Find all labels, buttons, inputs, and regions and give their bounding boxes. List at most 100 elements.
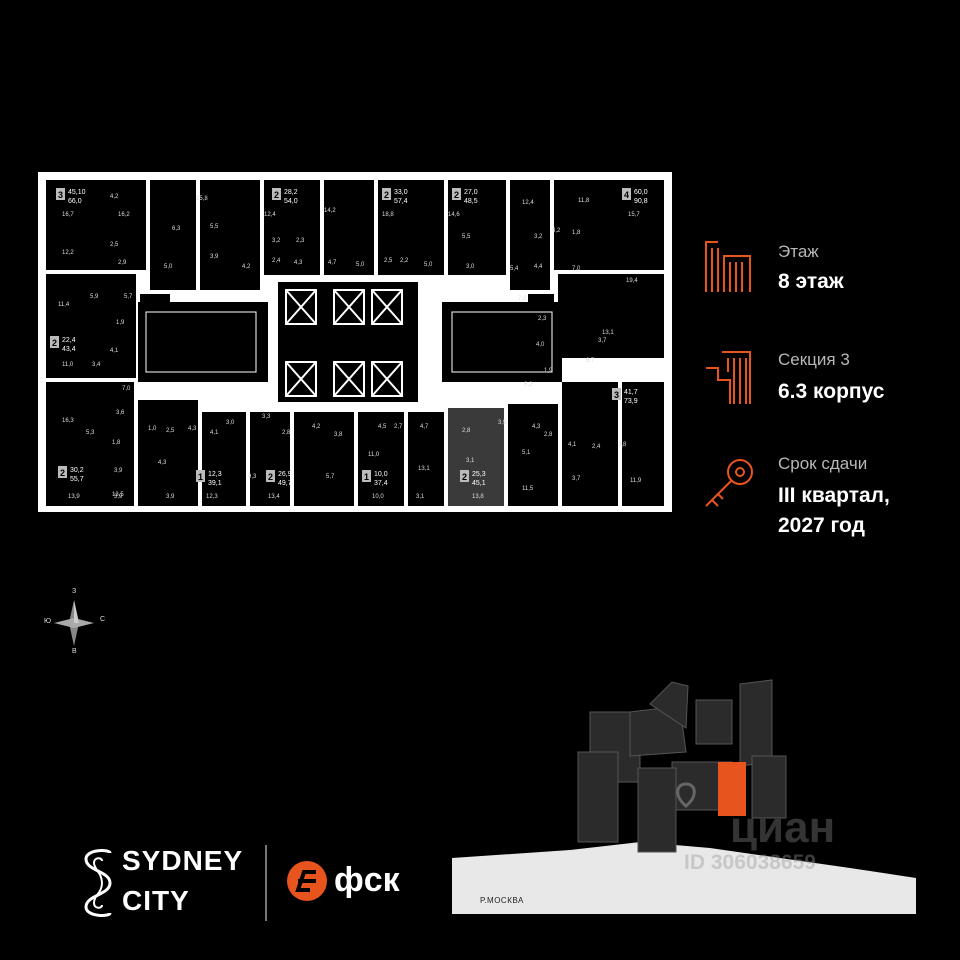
room-area-label: 10,0	[372, 494, 384, 500]
total-area: 37,4	[374, 480, 388, 487]
sydney-text: SYDNEY	[122, 845, 244, 876]
room-count-badge	[266, 470, 275, 482]
apartment-label[interactable]: 2 25,3 45,1	[460, 470, 486, 487]
room-area-label: 2,4	[272, 258, 281, 264]
deadline-label: Срок сдачи	[778, 454, 868, 473]
room-count: 2	[274, 190, 279, 200]
room-count: 3	[58, 190, 63, 200]
room-count: 2	[454, 190, 459, 200]
room-area-label: 3,9	[114, 468, 123, 474]
room-count: 2	[52, 338, 57, 348]
site-map	[452, 679, 916, 914]
room-area-label: 16,7	[62, 212, 74, 218]
total-area: 55,7	[70, 476, 84, 483]
compass-east: С	[100, 616, 106, 623]
floor-icon	[705, 241, 751, 292]
room-area-label: 2,5	[166, 428, 175, 434]
room-area-label: 9,3	[248, 474, 257, 480]
total-area: 48,5	[464, 198, 478, 205]
living-area: 25,3	[472, 471, 486, 478]
room-area-label: 7,0	[572, 266, 581, 272]
room-area-label: 4,3	[294, 260, 303, 266]
sydney-city-mark-icon	[84, 849, 112, 917]
room-area-label: 3,2	[272, 238, 281, 244]
room-area-label: 11,4	[58, 302, 70, 308]
section-value: 6.3 корпус	[778, 380, 885, 403]
watermark: циан ID 306038659	[680, 805, 880, 875]
room-area-label: 1,9	[116, 320, 125, 326]
room-area-label: 4,7	[328, 260, 337, 266]
compass-icon	[54, 600, 94, 646]
river-label: Р.МОСКВА	[480, 896, 524, 905]
living-area: 60,0	[634, 189, 648, 196]
total-area: 39,1	[208, 480, 222, 487]
room-area-label: 5,7	[326, 474, 335, 480]
living-area: 26,9	[278, 471, 292, 478]
total-area: 43,4	[62, 346, 76, 353]
room-area-label: 3,8	[334, 432, 343, 438]
room-area-label: 6,7	[586, 358, 595, 364]
room-count: 2	[462, 472, 467, 482]
room-area-label: 7,8	[518, 296, 527, 302]
room-count: 1	[198, 472, 203, 482]
room-area-label: 4,3	[158, 460, 167, 466]
room-count-badge	[382, 188, 391, 200]
room-area-label: 13,1	[418, 466, 430, 472]
room-count-badge	[612, 388, 621, 400]
room-count-badge	[272, 188, 281, 200]
room-count-badge	[196, 470, 205, 482]
room-area-label: 3,4	[92, 362, 101, 368]
room-count-badge	[460, 470, 469, 482]
room-area-label: 5,7	[124, 294, 133, 300]
room-area-label: 4,3	[188, 426, 197, 432]
total-area: 57,4	[394, 198, 408, 205]
room-area-label: 4,2	[110, 194, 119, 200]
room-area-label: 3,2	[534, 234, 543, 240]
room-area-label: 3,0	[226, 420, 235, 426]
room-count-badge	[622, 188, 631, 200]
room-area-label: 2,3	[538, 316, 547, 322]
room-area-label: 4,5	[378, 424, 387, 430]
apartment-label[interactable]: 1 12,3 39,1	[196, 470, 222, 487]
apartment-label[interactable]: 2 22,4 43,4	[50, 336, 76, 353]
living-area: 41,7	[624, 389, 638, 396]
living-area: 22,4	[62, 337, 76, 344]
room-area-label: 1,9	[544, 368, 553, 374]
room-area-label: 19,4	[626, 278, 638, 284]
room-area-label: 4,2	[552, 228, 561, 234]
room-area-label: 2,8	[282, 430, 291, 436]
living-area: 30,2	[70, 467, 84, 474]
room-area-label: 12,2	[62, 250, 74, 256]
room-count-badge	[452, 188, 461, 200]
total-area: 45,1	[472, 480, 486, 487]
room-area-label: 5,1	[522, 450, 531, 456]
room-area-label: 3,7	[572, 476, 581, 482]
logo-divider	[265, 845, 267, 921]
room-area-label: 11,5	[522, 486, 534, 492]
deadline-value-line1: III квартал,	[778, 484, 890, 507]
sydney-city-logo: SYDNEY CITY	[80, 843, 250, 923]
room-area-label: 18,8	[382, 212, 394, 218]
room-area-label: 2,9	[118, 260, 127, 266]
room-area-label: 2,2	[400, 258, 409, 264]
room-area-label: 1,0	[148, 426, 157, 432]
room-area-label: 4,1	[568, 442, 577, 448]
room-area-label: 2,5	[110, 242, 119, 248]
living-area: 12,3	[208, 471, 222, 478]
room-area-label: 6,2	[524, 382, 533, 388]
room-area-label: 5,0	[424, 262, 433, 268]
room-area-label: 4,3	[532, 424, 541, 430]
total-area: 66,0	[68, 198, 82, 205]
room-area-label: 4,2	[312, 424, 321, 430]
room-area-label: 2,8	[544, 432, 553, 438]
